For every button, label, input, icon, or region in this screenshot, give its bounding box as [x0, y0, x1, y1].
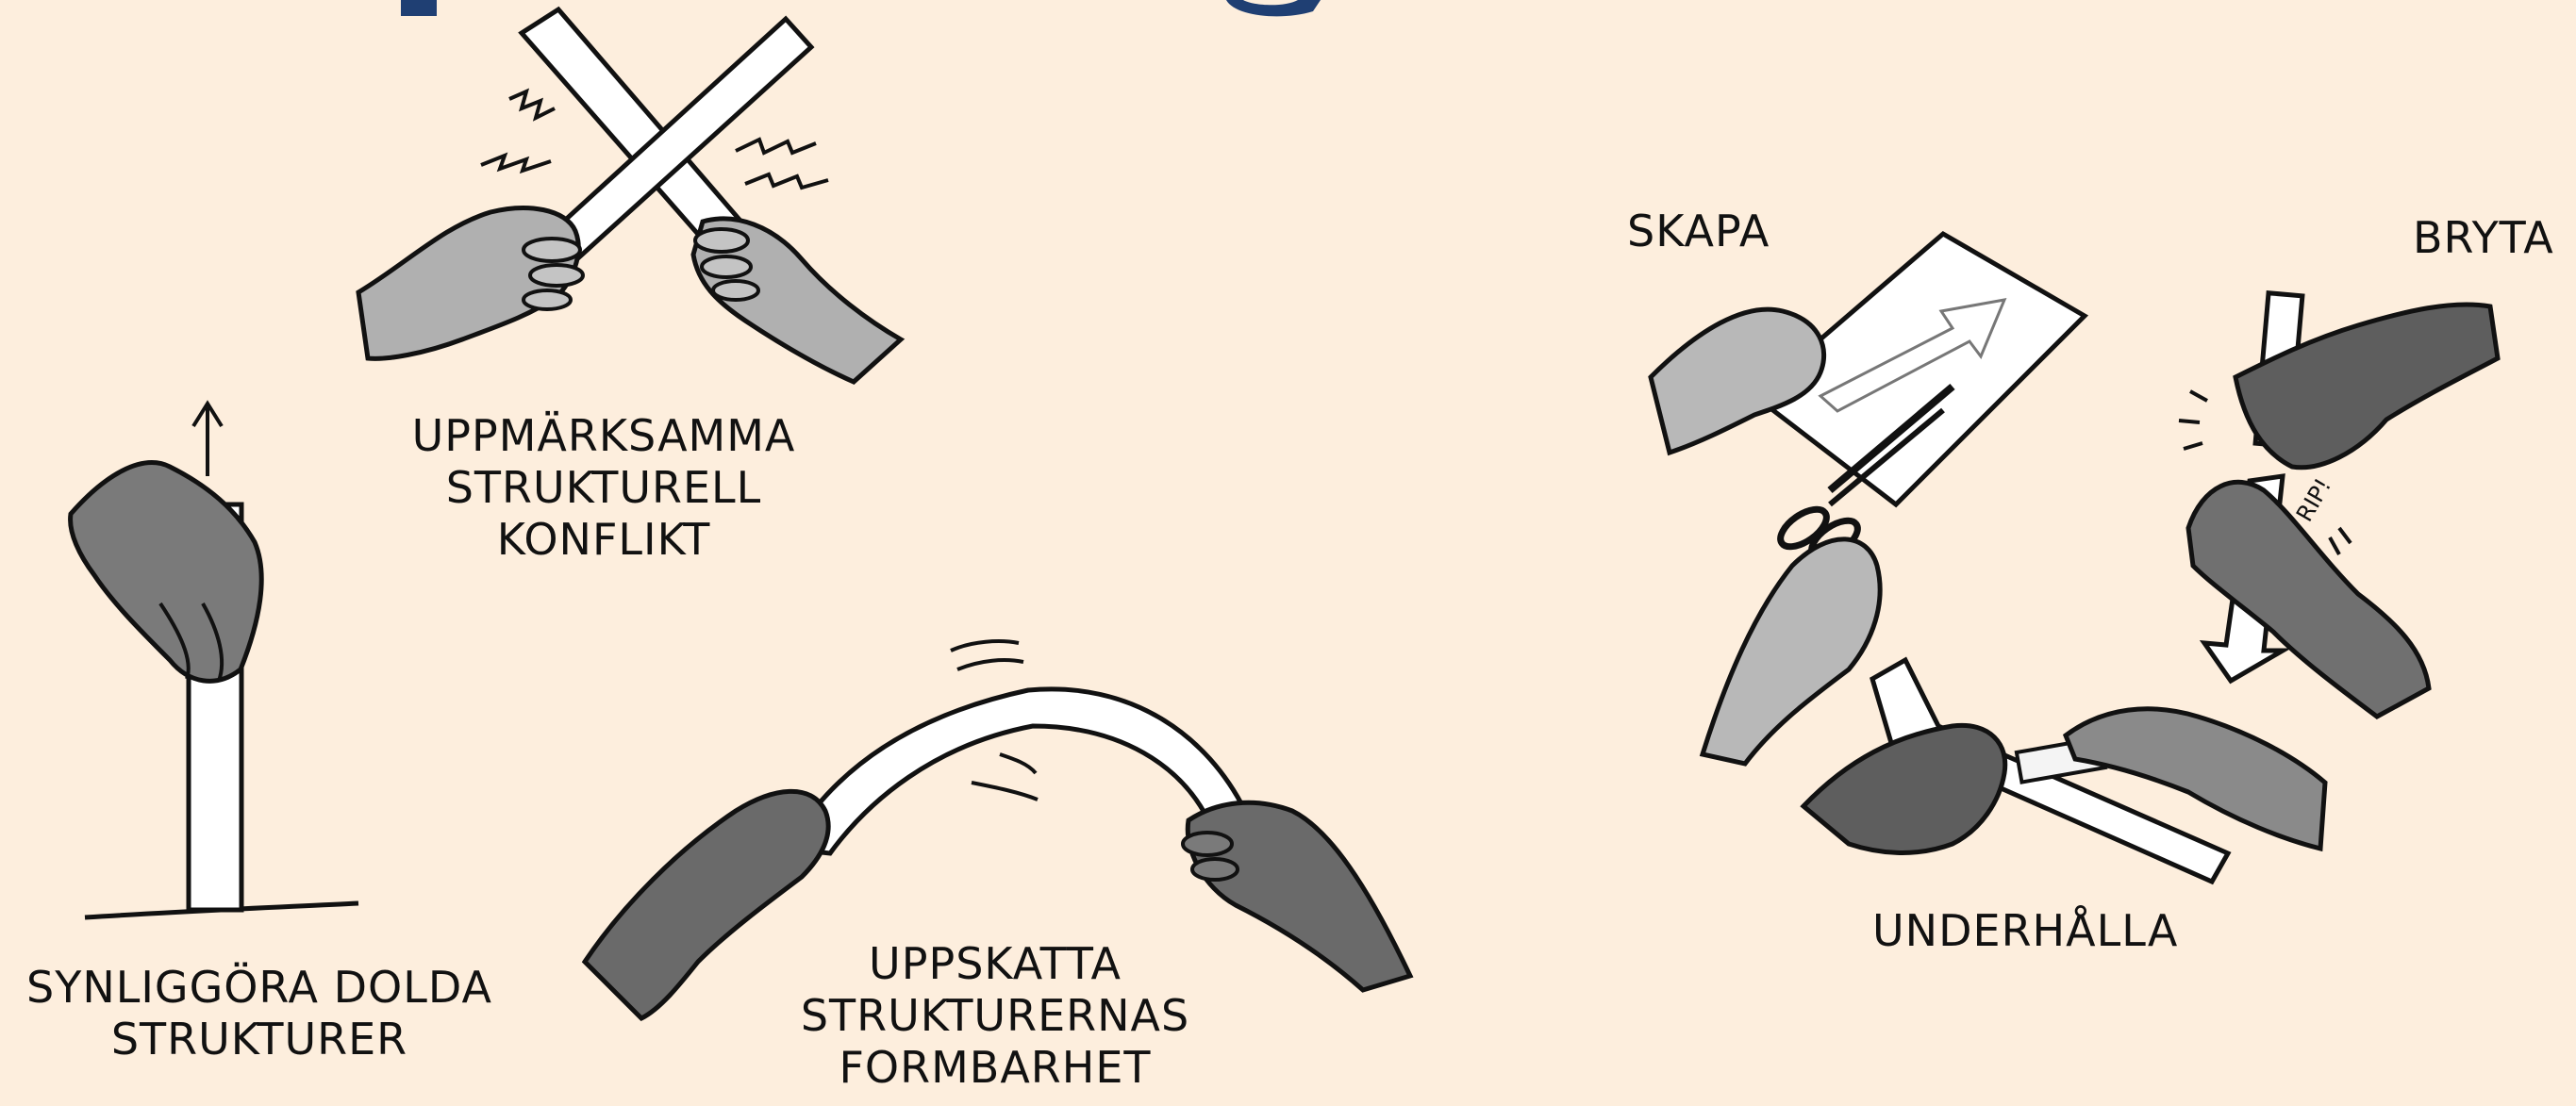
- conflict-line-3: KONFLIKT: [406, 514, 802, 566]
- malleability-line-3: FORMBARHET: [773, 1042, 1217, 1094]
- conflict-label: UPPMÄRKSAMMA STRUKTURELL KONFLIKT: [406, 410, 802, 567]
- conflict-line-2: STRUKTURELL: [406, 462, 802, 514]
- hidden-line-2: STRUKTURER: [9, 1014, 509, 1065]
- conflict-line-1: UPPMÄRKSAMMA: [406, 410, 802, 462]
- break-label: BRYTA: [2413, 212, 2554, 264]
- hidden-line-1: SYNLIGGÖRA DOLDA: [9, 962, 509, 1014]
- malleability-line-2: STRUKTURERNAS: [773, 990, 1217, 1042]
- malleability-line-1: UPPSKATTA: [773, 938, 1217, 990]
- hidden-structures-label: SYNLIGGÖRA DOLDA STRUKTURER: [9, 962, 509, 1065]
- malleability-label: UPPSKATTA STRUKTURERNAS FORMBARHET: [773, 938, 1217, 1095]
- maintain-label: UNDERHÅLLA: [1872, 905, 2178, 957]
- create-label: SKAPA: [1627, 206, 1770, 257]
